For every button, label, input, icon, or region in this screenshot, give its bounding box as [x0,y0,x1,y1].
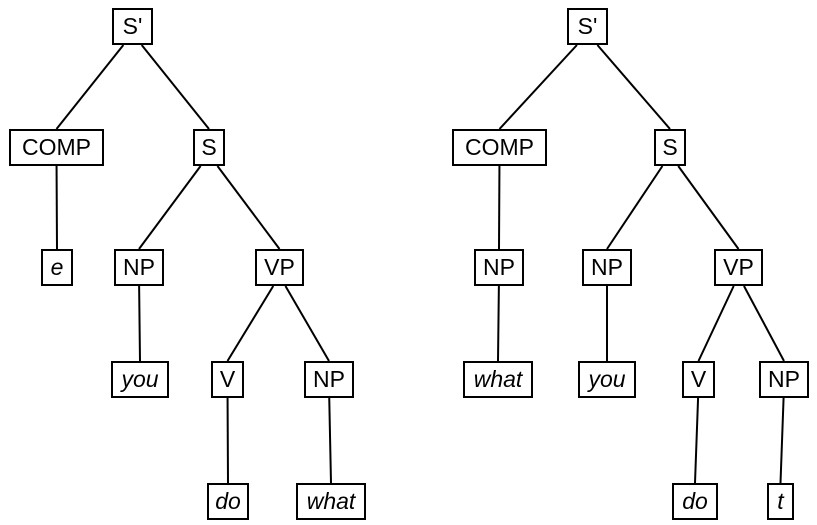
tree-node-r-np0: NP [474,249,524,286]
tree-edge-L-VP-to-L-V [226,285,275,362]
tree-node-l-s: S [193,129,225,166]
tree-node-label: S' [122,13,143,39]
tree-edge-L-VP-to-L-NP2 [284,285,330,362]
tree-edge-L-S-to-L-VP [216,165,281,250]
tree-edge-L-Sbar-to-L-S [140,44,210,130]
tree-edge-R-NP0-to-R-what [497,285,500,362]
tree-node-l-sbar: S' [112,8,153,45]
tree-node-l-comp: COMP [9,129,104,166]
tree-edge-R-VP-to-R-NP2 [743,285,785,362]
tree-node-r-do: do [672,483,718,520]
tree-node-label: VP [723,254,754,280]
tree-node-label: NP [313,366,345,392]
tree-edge-L-S-to-L-NP1 [138,165,202,250]
tree-edge-R-S-to-R-NP1 [606,165,664,250]
tree-node-r-vp: VP [714,249,763,286]
tree-node-l-np2: NP [304,361,354,398]
tree-node-label: COMP [22,134,91,160]
tree-edge-L-NP1-to-L-you [138,285,141,362]
tree-node-r-what: what [463,361,533,398]
tree-node-r-you: you [578,361,636,398]
tree-node-label: what [306,488,356,514]
tree-node-label: V [219,366,236,392]
tree-node-label: what [473,366,523,392]
tree-node-label: NP [483,254,515,280]
tree-node-r-sbar: S' [567,8,608,45]
tree-node-label: you [121,366,159,392]
tree-node-label: S [662,134,678,160]
tree-edge-L-NP2-to-L-what [328,397,332,484]
tree-node-label: do [215,488,241,514]
tree-node-label: VP [264,254,295,280]
tree-node-label: e [50,254,64,280]
tree-edge-R-VP-to-R-V [697,285,735,362]
tree-node-label: S' [577,13,598,39]
tree-node-r-comp: COMP [452,129,547,166]
tree-node-label: S [201,134,217,160]
tree-node-l-np1: NP [114,249,164,286]
tree-edge-R-S-to-R-VP [677,165,740,250]
tree-edge-R-Sbar-to-R-S [596,44,671,130]
tree-node-r-np2: NP [759,361,809,398]
tree-node-l-what: what [296,483,366,520]
tree-edge-R-V-to-R-do [694,397,700,484]
tree-node-l-you: you [111,361,169,398]
tree-node-r-np1: NP [582,249,632,286]
tree-edge-R-NP2-to-R-t [779,397,785,484]
tree-node-label: V [690,366,707,392]
tree-edge-L-Sbar-to-L-COMP [55,44,125,130]
tree-node-label: COMP [465,134,534,160]
tree-node-label: NP [768,366,800,392]
tree-node-r-s: S [654,129,686,166]
tree-edge-R-Sbar-to-R-COMP [498,44,578,130]
tree-node-label: NP [591,254,623,280]
tree-node-l-e: e [41,249,73,286]
tree-node-l-do: do [207,483,249,520]
tree-node-label: NP [123,254,155,280]
tree-node-r-v: V [682,361,715,398]
tree-node-l-vp: VP [255,249,304,286]
tree-node-label: t [777,488,784,514]
tree-node-label: you [588,366,626,392]
tree-node-r-t: t [767,483,794,520]
tree-node-label: do [682,488,708,514]
tree-node-l-v: V [211,361,244,398]
